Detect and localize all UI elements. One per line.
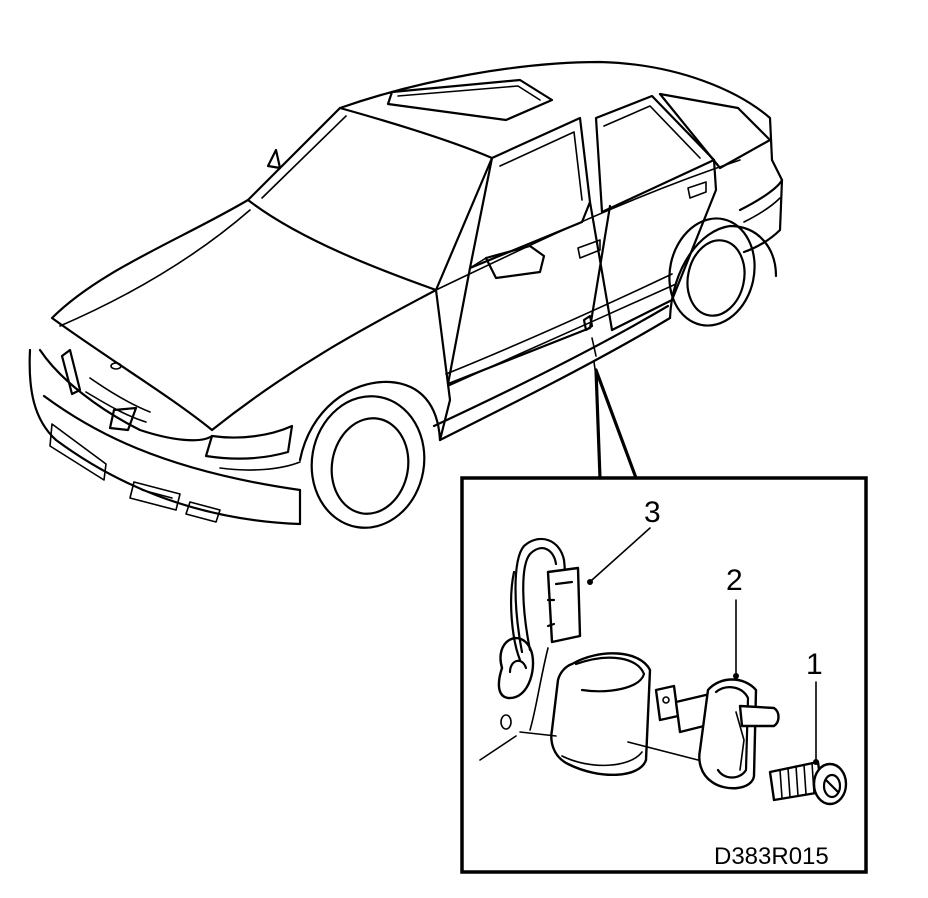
detail-pointer bbox=[591, 337, 638, 480]
rubber-boot-icon bbox=[519, 652, 699, 776]
figure-code: D383R015 bbox=[714, 843, 829, 870]
screw-icon bbox=[768, 760, 848, 806]
callout-3: 3 bbox=[644, 496, 661, 529]
callout-1: 1 bbox=[806, 648, 823, 681]
detail-frame bbox=[460, 476, 868, 874]
wiring-connector-icon bbox=[479, 537, 582, 761]
door-contact-switch-icon bbox=[654, 678, 780, 790]
callout-2: 2 bbox=[726, 564, 743, 597]
leader-lines bbox=[587, 527, 819, 765]
car-illustration bbox=[28, 60, 784, 529]
